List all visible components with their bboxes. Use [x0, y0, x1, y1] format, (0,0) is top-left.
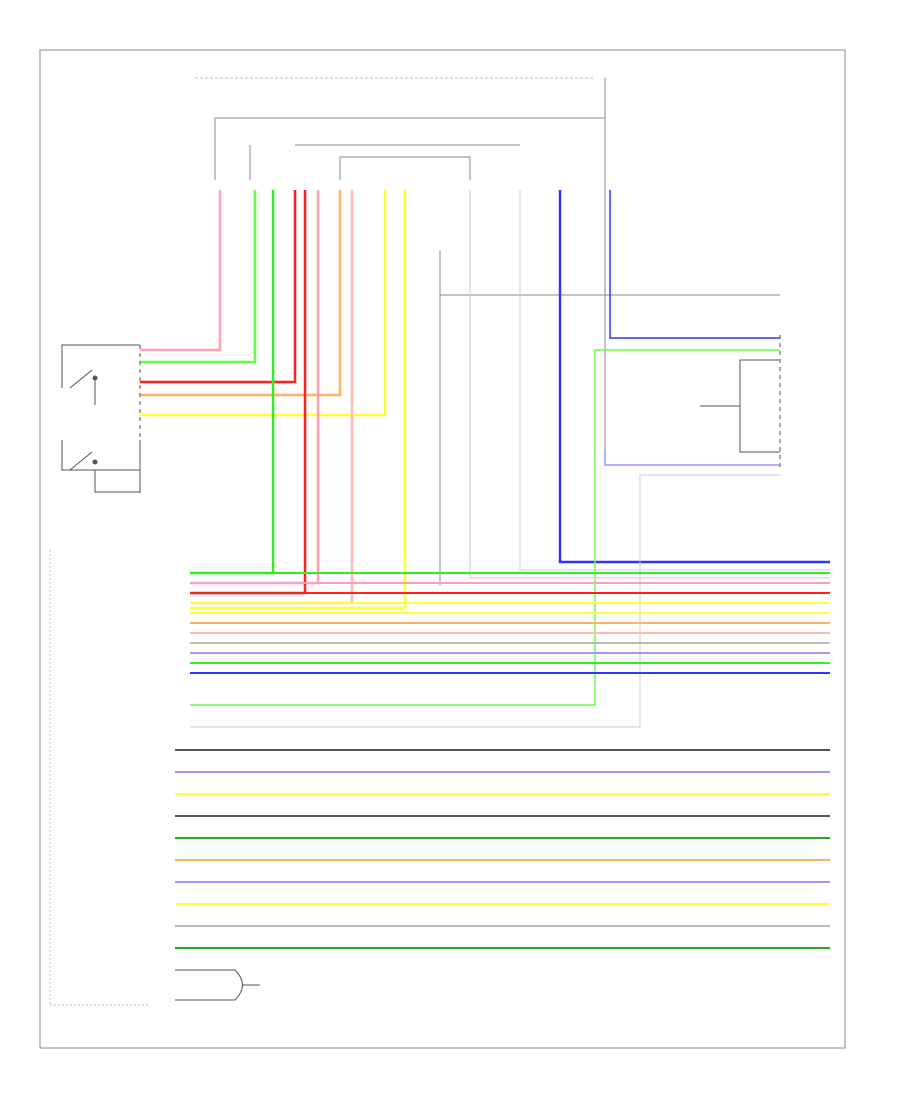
switch-ground [94, 440, 141, 493]
module-harness [190, 572, 830, 674]
switch-terminal-1 [92, 375, 98, 381]
wire-green-1 [140, 190, 257, 364]
wire-green-3 [190, 349, 780, 706]
wire-gray-fine-1 [469, 190, 830, 579]
sensor-bracket [739, 359, 780, 453]
wire-red-2 [190, 190, 307, 595]
wire-pink-3 [190, 190, 354, 605]
wire-gray-fine-2 [519, 190, 830, 571]
jumper-loop [339, 156, 471, 180]
wire-blue-1 [558, 190, 830, 564]
power-bus-top [214, 117, 605, 180]
speaker-harness [175, 969, 243, 1001]
wire-yellow-1 [140, 190, 387, 417]
switch-lower-housing [61, 440, 140, 471]
wire-red-1 [140, 190, 297, 384]
wire-orange-1 [140, 190, 342, 397]
diagram-border [39, 49, 846, 1049]
bottom-speaker-component [49, 550, 260, 1006]
switch-contact-1 [69, 369, 93, 389]
left-switch-component [61, 344, 141, 495]
switch-contact-3 [69, 451, 93, 471]
wire-gray-fine-3 [190, 474, 780, 728]
right-sensor-component [700, 335, 781, 470]
switch-housing [61, 344, 140, 388]
bus-harness [175, 749, 830, 949]
wire-lightblue-1 [604, 452, 780, 466]
top-wiring [195, 77, 780, 585]
switch-terminal-2 [92, 459, 98, 465]
wire-pink-1 [140, 190, 222, 352]
colored-harness [140, 190, 830, 728]
wire-blue-2 [609, 190, 780, 339]
wire-yellow-2 [190, 190, 407, 610]
